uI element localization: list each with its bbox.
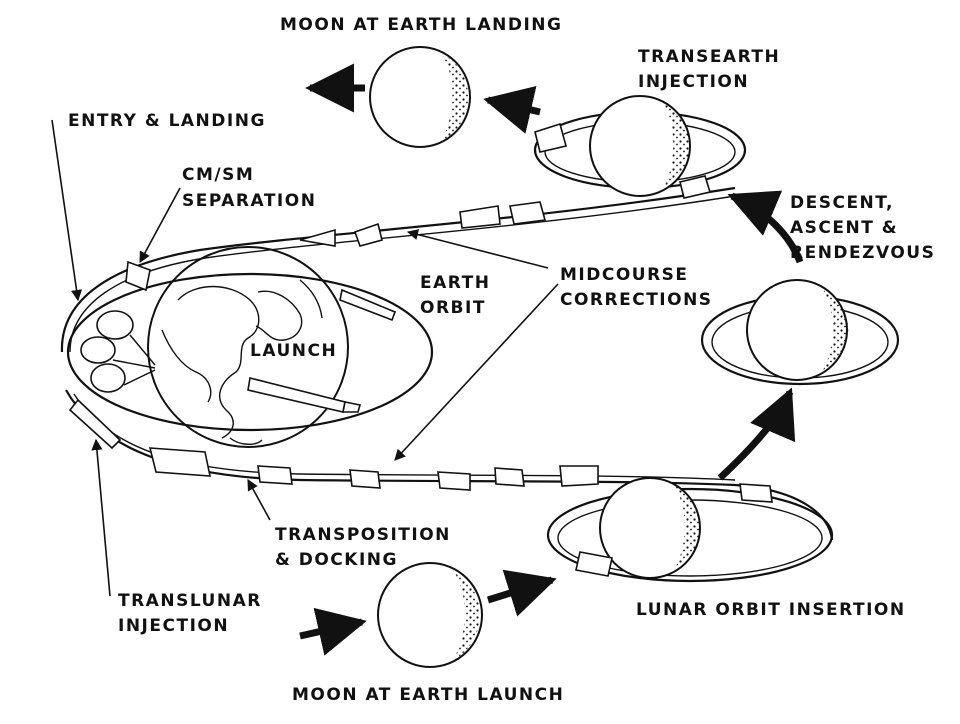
- parachutes: [80, 310, 156, 393]
- arrow-to-lunar-orbit: [486, 569, 557, 617]
- moon-transearth: [533, 95, 747, 197]
- cm-sm-separation-craft: [68, 260, 151, 450]
- outbound-trajectory: [65, 389, 834, 541]
- pointer-translunar: [91, 438, 111, 597]
- label-corrections: CORRECTIONS: [560, 290, 713, 310]
- return-trajectory-inner: [69, 195, 736, 353]
- label-transearth: TRANSEARTH: [638, 47, 780, 67]
- label-descent: DESCENT,: [790, 193, 894, 213]
- label-translunar-injection: INJECTION: [118, 616, 229, 636]
- label-separation: SEPARATION: [182, 191, 316, 211]
- label-orbit: ORBIT: [420, 298, 486, 318]
- pointer-transposition: [247, 479, 271, 521]
- pointer-entry-landing: [51, 119, 83, 302]
- label-transearth-injection: INJECTION: [638, 72, 749, 92]
- label-launch: LAUNCH: [250, 341, 337, 361]
- label-entry-landing: ENTRY & LANDING: [68, 111, 266, 131]
- moon-descent: [700, 279, 900, 386]
- saturn-v-rocket: [247, 288, 397, 413]
- moon-at-earth-landing: [369, 46, 471, 148]
- arrow-transearth: [483, 86, 541, 134]
- pointer-midcourse-lower: [394, 283, 559, 461]
- label-docking: & DOCKING: [275, 550, 398, 570]
- label-earth: EARTH: [420, 273, 490, 293]
- spacecraft-return-path: [299, 122, 712, 247]
- label-ascent: ASCENT &: [790, 218, 898, 238]
- spacecraft-outbound-path: [148, 447, 773, 577]
- pointer-cmsm-separation: [139, 187, 181, 263]
- label-moon-at-earth-landing: MOON AT EARTH LANDING: [280, 15, 563, 35]
- label-moon-at-earth-launch: MOON AT EARTH LAUNCH: [292, 685, 564, 705]
- pointer-midcourse-upper: [406, 229, 549, 269]
- arrow-lunar-up: [717, 387, 796, 481]
- label-rendezvous: RENDEZVOUS: [790, 243, 935, 263]
- label-midcourse: MIDCOURSE: [560, 265, 689, 285]
- moon-lunar-orbit-insertion: [546, 477, 834, 583]
- arrow-descent-up: [727, 190, 804, 264]
- arrow-launch-moon: [299, 607, 367, 656]
- outbound-trajectory-inner: [73, 393, 736, 481]
- return-trajectory: [60, 186, 736, 353]
- label-transposition: TRANSPOSITION: [275, 525, 451, 545]
- moon-at-earth-launch: [377, 562, 483, 668]
- label-cmsm: CM/SM: [182, 165, 254, 185]
- earth-orbit-ring: [66, 272, 434, 432]
- label-lunar-orbit-insertion: LUNAR ORBIT INSERTION: [636, 600, 906, 620]
- label-translunar: TRANSLUNAR: [118, 591, 262, 611]
